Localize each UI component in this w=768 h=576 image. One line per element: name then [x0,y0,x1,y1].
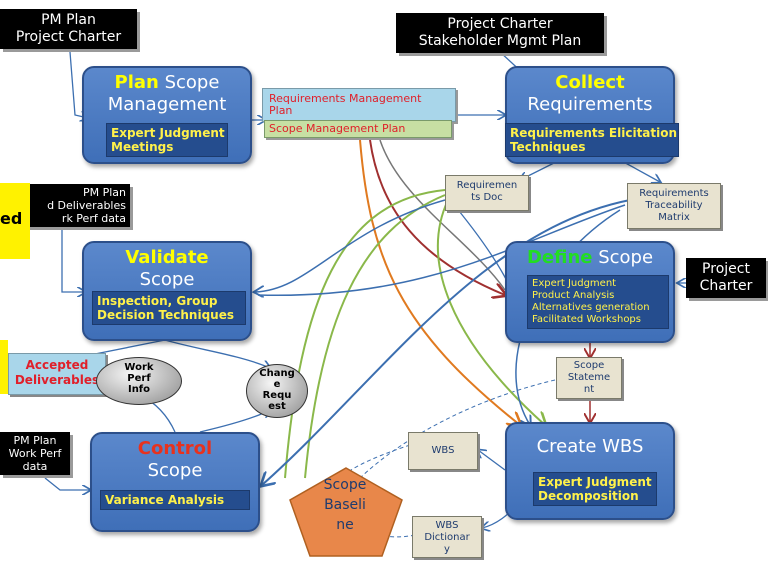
control-title-line2: Scope [147,460,203,481]
control-tools: Variance Analysis [100,490,250,510]
scope-baseline-shape [289,467,403,557]
cut-off-label: ed [0,209,23,228]
control-keyword: Control [137,438,213,459]
scope-mgmt-plan-text: Scope Management Plan [269,122,406,135]
define-title-rest: Scope [592,247,654,268]
change-request: Chang e Requ est [246,364,308,418]
collect-title-line2: Requirements [527,94,653,115]
scope-baseline: Scope Baseli ne [300,474,390,534]
plan-title-rest: Scope [158,72,220,93]
collect-tools: Requirements Elicitation Techniques [505,123,679,157]
collect-tools-text: Requirements Elicitation Techniques [510,126,678,154]
req-mgmt-plan-text: Requirements Management Plan [269,92,422,117]
create-wbs-tools-text: Expert Judgment Decomposition [538,475,652,503]
validate-tools-text: Inspection, Group Decision Techniques [97,294,235,322]
process-collect-requirements: Collect Requirements Requirements Elicit… [505,66,679,164]
plans-box: Requirements Management Plan Scope Manag… [262,88,456,140]
input-plan-scope-text: PM Plan Project Charter [15,12,122,45]
doc-traceability-matrix: Requirements Traceability Matrix [627,183,721,229]
input-validate-scope: PM Plan d Deliverables rk Perf data [20,184,130,227]
work-perf-info: Work Perf Info [96,357,182,405]
control-tools-text: Variance Analysis [105,493,225,507]
input-define-text: Project Charter [699,261,753,294]
doc-wbs: WBS [408,432,478,470]
rtm-text: Requirements Traceability Matrix [639,188,709,223]
plan-keyword: Plan [114,72,159,93]
doc-requirements-doc: Requiremen ts Doc [445,175,529,211]
scope-mgmt-plan: Scope Management Plan [264,120,452,138]
change-request-text: Chang e Requ est [259,368,295,412]
work-perf-info-text: Work Perf Info [124,362,154,395]
input-validate-text: PM Plan d Deliverables rk Perf data [47,186,126,225]
validate-title: Validate Scope [84,247,250,291]
req-doc-text: Requiremen ts Doc [456,180,518,203]
input-control-scope: PM Plan Work Perf data [0,432,70,475]
validate-title-line2: Scope [139,269,195,290]
accepted-deliverables: Accepted Deliverables [8,353,106,395]
define-keyword: Define [526,247,593,268]
wbs-dict-text: WBS Dictionar y [424,520,470,555]
doc-wbs-dictionary: WBS Dictionar y [412,516,482,558]
req-mgmt-plan: Requirements Management Plan [262,88,456,122]
process-plan-scope-management: Plan Scope Management Expert Judgment Me… [82,66,252,164]
process-validate-scope: Validate Scope Inspection, Group Decisio… [82,241,252,341]
process-define-scope: Define Scope Expert Judgment Product Ana… [505,241,675,343]
input-control-text: PM Plan Work Perf data [8,434,62,473]
define-title: Define Scope [507,247,673,269]
process-control-scope: Control Scope Variance Analysis [90,432,260,532]
process-create-wbs: Create WBS Expert Judgment Decomposition [505,422,675,520]
validate-keyword: Validate [125,247,209,268]
validate-tools: Inspection, Group Decision Techniques [92,291,246,325]
collect-title: Collect Requirements [507,72,673,116]
plan-title: Plan Scope Management [84,72,250,116]
create-wbs-tools: Expert Judgment Decomposition [533,472,657,506]
plan-tools-text: Expert Judgment Meetings [111,126,225,154]
left-edge-highlight [0,340,8,394]
plan-title-line2: Management [107,94,227,115]
input-collect-requirements: Project Charter Stakeholder Mgmt Plan [396,13,604,53]
create-wbs-title: Create WBS [536,436,644,457]
wbs-doc-text: WBS [431,445,455,456]
accepted-deliverables-text: Accepted Deliverables [14,358,100,387]
input-define-scope: Project Charter [686,258,766,298]
input-collect-text: Project Charter Stakeholder Mgmt Plan [418,16,582,49]
scope-baseline-text: Scope Baseli ne [323,477,367,533]
control-title: Control Scope [92,438,258,482]
define-tools: Expert Judgment Product Analysis Alterna… [527,275,669,329]
define-tools-text: Expert Judgment Product Analysis Alterna… [532,278,650,325]
input-plan-scope: PM Plan Project Charter [0,9,137,49]
doc-scope-statement: Scope Stateme nt [556,357,622,399]
cut-off-highlight: ed [0,183,30,259]
collect-keyword: Collect [555,72,625,93]
plan-tools: Expert Judgment Meetings [106,123,228,157]
scope-statement-text: Scope Stateme nt [567,360,611,395]
